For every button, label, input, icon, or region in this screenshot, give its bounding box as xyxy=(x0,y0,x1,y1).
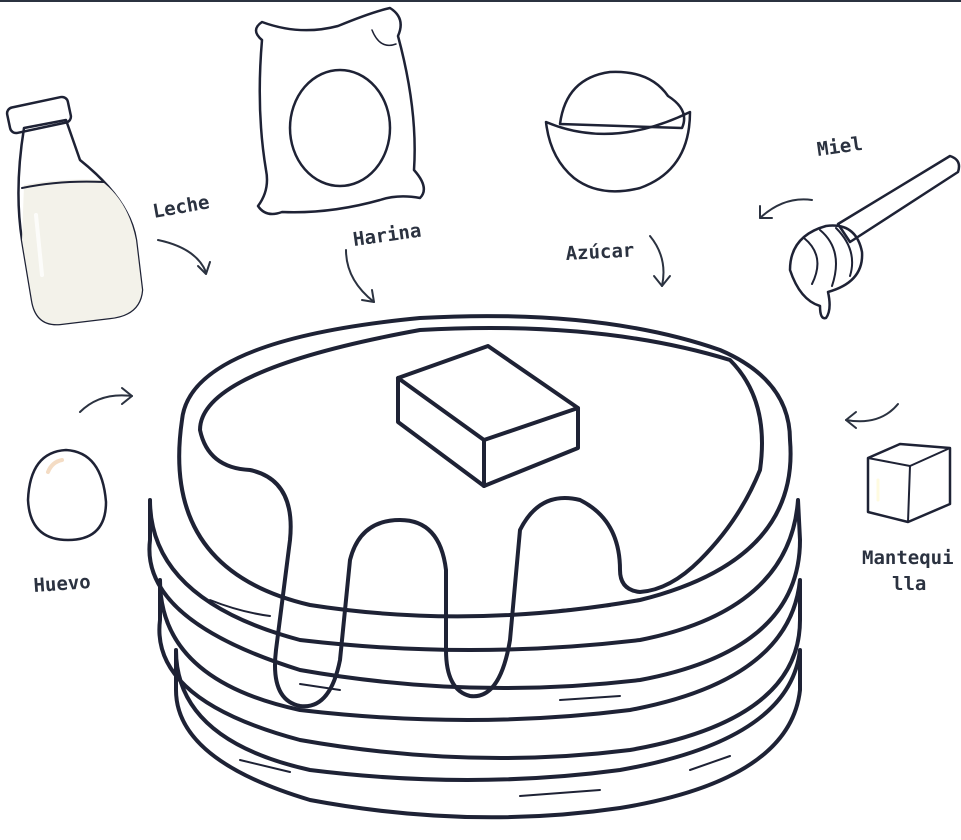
milk-bottle-icon xyxy=(6,96,142,324)
honey-dipper-icon xyxy=(790,156,959,318)
label-azucar: Azúcar xyxy=(565,239,635,265)
flour-bag-icon xyxy=(256,8,424,214)
arrow-azucar xyxy=(650,236,670,286)
pancake-stack xyxy=(149,316,800,817)
label-miel: Miel xyxy=(816,133,864,161)
label-huevo: Huevo xyxy=(33,571,92,597)
arrow-mantequilla xyxy=(846,404,898,428)
egg-icon xyxy=(28,450,106,540)
label-harina: Harina xyxy=(352,220,423,251)
arrow-huevo xyxy=(80,388,132,412)
sugar-bowl-icon xyxy=(546,72,690,191)
arrow-harina xyxy=(346,250,374,302)
arrow-miel xyxy=(760,199,812,218)
label-mantequilla-line1: Mantequi xyxy=(862,547,954,569)
label-mantequilla-line2: lla xyxy=(892,573,926,595)
butter-icon xyxy=(868,444,950,522)
arrow-leche xyxy=(158,240,210,274)
label-leche: Leche xyxy=(151,191,211,223)
